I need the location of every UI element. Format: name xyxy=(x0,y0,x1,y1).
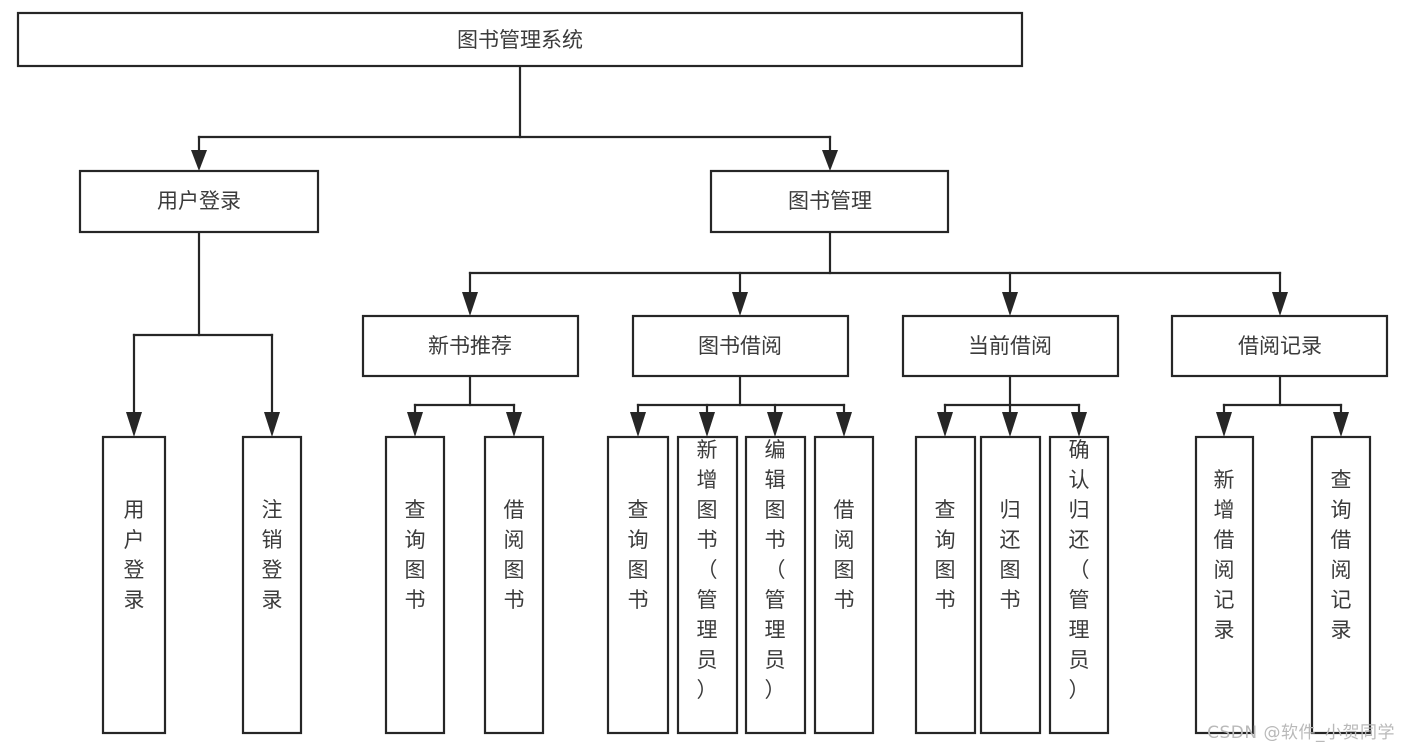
leaf-bb-add-book-admin-box[interactable] xyxy=(676,435,739,735)
node-borrow-record-box[interactable] xyxy=(1170,314,1389,378)
arrowhead-br-add xyxy=(1216,412,1232,437)
leaf-bb-query-book-label: 查询图书 xyxy=(628,498,649,612)
node-root-box[interactable] xyxy=(16,11,1024,68)
arrowhead-cb-query xyxy=(937,412,953,437)
node-book-management-label: 图书管理 xyxy=(788,189,872,213)
node-root-label: 图书管理系统 xyxy=(457,28,583,52)
leaf-logout-label: 注销登录 xyxy=(262,498,283,612)
node-book-management[interactable]: 图书管理 xyxy=(709,169,950,234)
node-current-borrow[interactable]: 当前借阅 xyxy=(901,314,1120,378)
arrowhead-cb-confirm xyxy=(1071,412,1087,437)
arrowhead-new-book-rec xyxy=(462,292,478,316)
arrowhead-bb-edit xyxy=(767,412,783,437)
node-current-borrow-label: 当前借阅 xyxy=(968,334,1052,358)
arrowhead-cb-return xyxy=(1002,412,1018,437)
arrowhead-newbook-borrow xyxy=(506,412,522,437)
node-user-login-box[interactable] xyxy=(78,169,320,234)
leaf-cb-query-book-box[interactable] xyxy=(914,435,977,735)
leaf-newbook-borrow-book-label: 借阅图书 xyxy=(504,498,525,612)
arrowhead-bb-query xyxy=(630,412,646,437)
arrowhead-user-login xyxy=(191,150,207,171)
arrowhead-bb-borrow xyxy=(836,412,852,437)
node-new-book-recommend-box[interactable] xyxy=(361,314,580,378)
leaf-cb-confirm-return-admin-label: 确认归还（管理员） xyxy=(1069,438,1090,702)
arrowhead-book-mgmt xyxy=(822,150,838,171)
leaf-br-add-record-box[interactable] xyxy=(1194,435,1255,735)
leaf-bb-edit-book-admin-label: 编辑图书（管理员） xyxy=(765,438,786,702)
node-root[interactable]: 图书管理系统 xyxy=(16,11,1024,68)
leaf-bb-add-book-admin[interactable]: 新增图书（管理员） xyxy=(676,435,739,735)
leaf-user-login-label: 用户登录 xyxy=(124,498,145,612)
node-current-borrow-box[interactable] xyxy=(901,314,1120,378)
leaf-bb-add-book-admin-label: 新增图书（管理员） xyxy=(697,438,718,702)
node-book-borrow[interactable]: 图书借阅 xyxy=(631,314,850,378)
arrowhead-current-borrow xyxy=(1002,292,1018,316)
node-book-borrow-label: 图书借阅 xyxy=(698,334,782,358)
leaf-logout-box[interactable] xyxy=(241,435,303,735)
node-borrow-record[interactable]: 借阅记录 xyxy=(1170,314,1389,378)
arrowhead-book-borrow xyxy=(732,292,748,316)
leaf-cb-return-book-label: 归还图书 xyxy=(1000,498,1021,612)
leaf-cb-query-book[interactable]: 查询图书 xyxy=(914,435,977,735)
leaf-cb-confirm-return-admin[interactable]: 确认归还（管理员） xyxy=(1048,435,1110,735)
arrowhead-bb-add xyxy=(699,412,715,437)
leaf-cb-return-book-box[interactable] xyxy=(979,435,1042,735)
leaf-newbook-query-book-label: 查询图书 xyxy=(405,498,426,612)
leaf-bb-borrow-book-label: 借阅图书 xyxy=(834,498,855,612)
leaf-newbook-borrow-book-box[interactable] xyxy=(483,435,545,735)
leaf-br-add-record[interactable]: 新增借阅记录 xyxy=(1194,435,1255,735)
leaf-bb-query-book[interactable]: 查询图书 xyxy=(606,435,670,735)
leaf-br-add-record-label: 新增借阅记录 xyxy=(1214,468,1235,642)
node-new-book-recommend[interactable]: 新书推荐 xyxy=(361,314,580,378)
leaf-br-query-record-box[interactable] xyxy=(1310,435,1372,735)
arrowhead-newbook-query xyxy=(407,412,423,437)
node-book-borrow-box[interactable] xyxy=(631,314,850,378)
connector-layer xyxy=(126,64,1349,437)
leaf-bb-borrow-book-box[interactable] xyxy=(813,435,875,735)
leaf-newbook-borrow-book[interactable]: 借阅图书 xyxy=(483,435,545,735)
leaf-bb-query-book-box[interactable] xyxy=(606,435,670,735)
leaf-newbook-query-book[interactable]: 查询图书 xyxy=(384,435,446,735)
node-new-book-recommend-label: 新书推荐 xyxy=(428,334,512,358)
leaf-bb-edit-book-admin-box[interactable] xyxy=(744,435,807,735)
arrowhead-leaf-user-login xyxy=(126,412,142,437)
arrowhead-borrow-record xyxy=(1272,292,1288,316)
leaf-user-login-box[interactable] xyxy=(101,435,167,735)
arrowhead-br-query xyxy=(1333,412,1349,437)
node-book-management-box[interactable] xyxy=(709,169,950,234)
node-borrow-record-label: 借阅记录 xyxy=(1238,334,1322,358)
leaf-cb-query-book-label: 查询图书 xyxy=(935,498,956,612)
leaf-br-query-record[interactable]: 查询借阅记录 xyxy=(1310,435,1372,735)
leaf-newbook-query-book-box[interactable] xyxy=(384,435,446,735)
leaf-bb-borrow-book[interactable]: 借阅图书 xyxy=(813,435,875,735)
leaf-user-login[interactable]: 用户登录 xyxy=(101,435,167,735)
node-user-login[interactable]: 用户登录 xyxy=(78,169,320,234)
leaf-logout[interactable]: 注销登录 xyxy=(241,435,303,735)
leaf-cb-confirm-return-admin-box[interactable] xyxy=(1048,435,1110,735)
leaf-br-query-record-label: 查询借阅记录 xyxy=(1331,468,1352,642)
arrowhead-leaf-logout xyxy=(264,412,280,437)
node-user-login-label: 用户登录 xyxy=(157,189,241,213)
leaf-bb-edit-book-admin[interactable]: 编辑图书（管理员） xyxy=(744,435,807,735)
leaf-cb-return-book[interactable]: 归还图书 xyxy=(979,435,1042,735)
